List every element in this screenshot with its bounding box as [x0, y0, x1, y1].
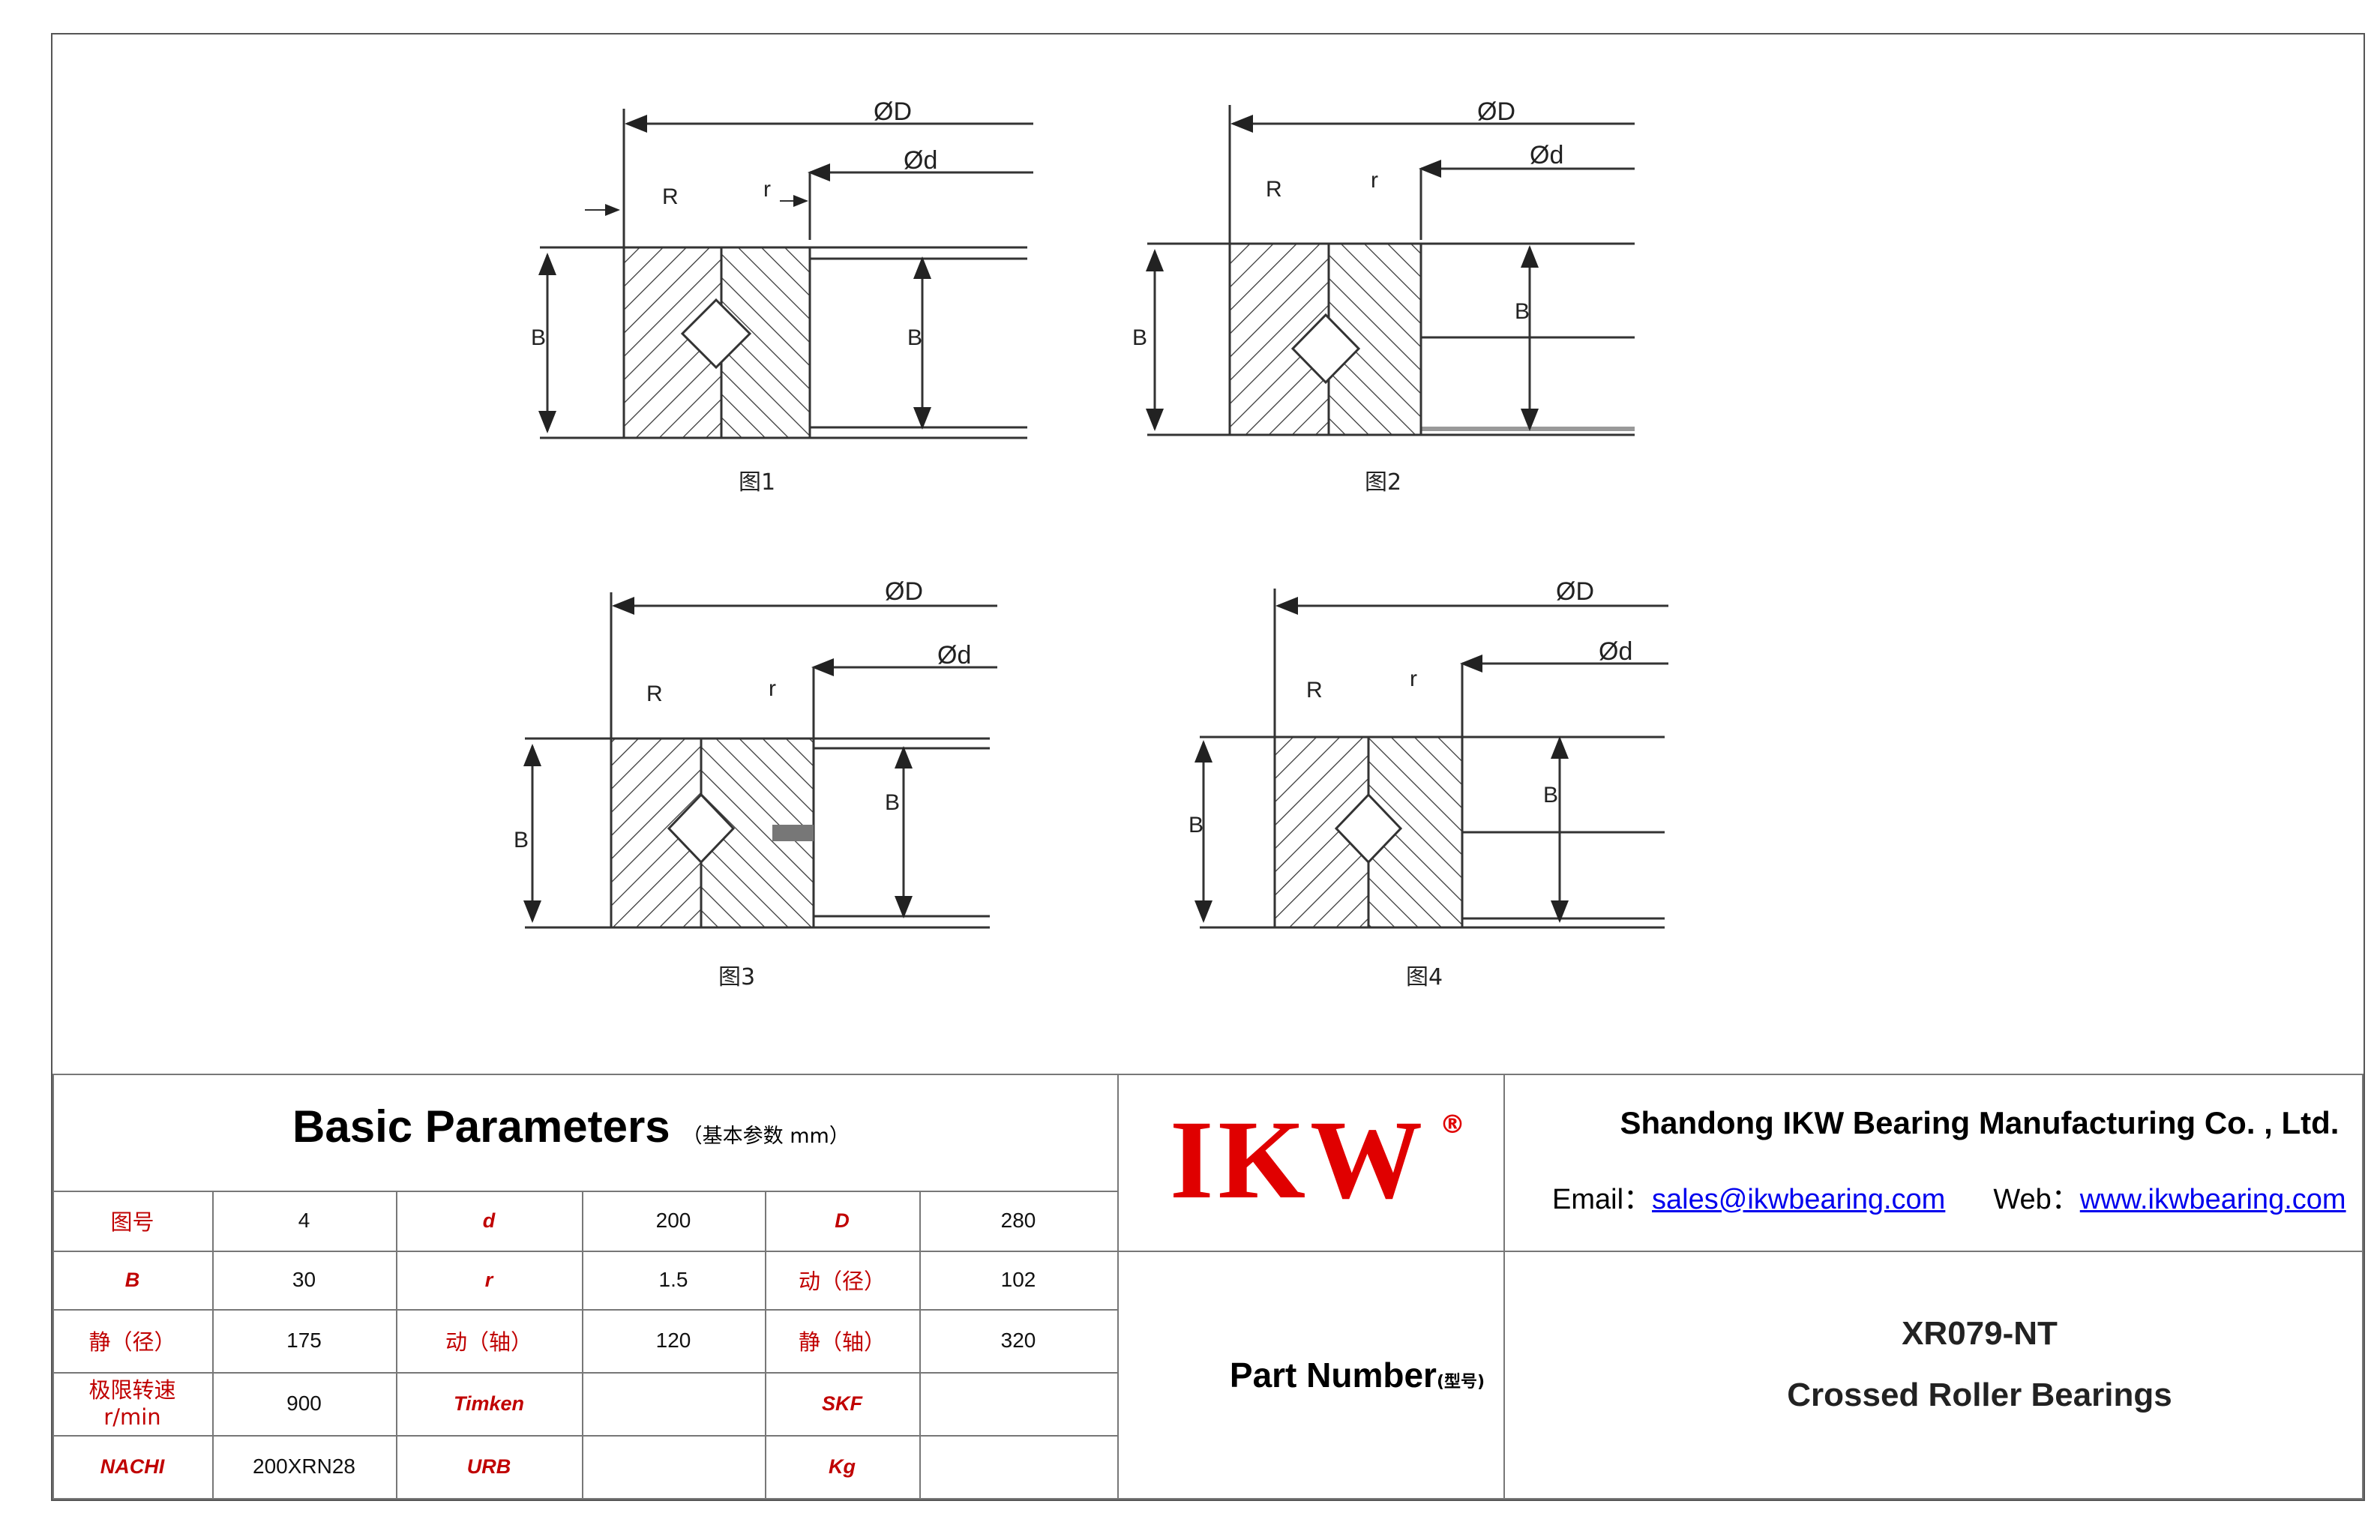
dim-R-1: R [662, 184, 679, 209]
param-value: 1.5 [658, 1268, 688, 1291]
param-label-line2: r/min [103, 1404, 161, 1430]
dim-B-2b: B [1515, 299, 1530, 324]
param-value [919, 1435, 1117, 1498]
basic-parameters-unit: （基本参数 mm） [682, 1124, 850, 1148]
basic-parameters-title: Basic Parameters （基本参数 mm） [292, 1074, 1117, 1179]
dim-r-1: r [763, 177, 771, 202]
param-label: NACHI [100, 1455, 165, 1478]
logo-text: IKW [1170, 1098, 1428, 1222]
bearing-drawings: ØD Ød R r B B ØD Ød R r B B [514, 97, 1668, 929]
param-value: 200XRN28 [253, 1455, 355, 1478]
email-label: Email： [1552, 1184, 1653, 1215]
param-value: 280 [1000, 1209, 1036, 1232]
web-label: Web： [1993, 1184, 2080, 1215]
param-value: 175 [286, 1329, 322, 1352]
part-number-label: Part Number(型号) [1162, 1355, 1552, 1395]
param-label: B [124, 1268, 140, 1291]
drawing-sheet [51, 33, 2365, 1501]
figure-2: ØD Ød R r B B [1132, 97, 1635, 436]
dim-B-1b: B [907, 325, 922, 350]
param-value: 30 [292, 1268, 316, 1291]
contact-line: Email：sales@ikwbearing.com Web：www.ikwbea… [1552, 1176, 2380, 1217]
figure-1: ØD Ød R r B B [531, 97, 1033, 439]
web-link[interactable]: www.ikwbearing.com [2079, 1184, 2346, 1215]
param-label: D [835, 1209, 850, 1232]
dim-B-4b: B [1543, 783, 1558, 807]
param-label: Timken [453, 1392, 525, 1415]
param-value [582, 1372, 765, 1435]
dim-r-3: r [769, 676, 776, 701]
param-value: 4 [298, 1209, 310, 1232]
part-number-label-cn: (型号) [1436, 1373, 1485, 1392]
param-label-line1: 极限转速 [88, 1377, 176, 1403]
param-value [582, 1435, 765, 1498]
dim-R-2: R [1266, 177, 1282, 202]
param-value: 900 [286, 1392, 322, 1415]
dim-d-1: Ød [904, 146, 937, 175]
dim-D-1: ØD [874, 97, 912, 126]
dim-B-3: B [514, 828, 529, 852]
figure-1-caption: 图1 [739, 469, 776, 496]
param-value: 320 [1000, 1329, 1036, 1352]
param-label: 图号 [110, 1209, 154, 1235]
basic-parameters-heading: Basic Parameters [292, 1101, 670, 1152]
dim-R-3: R [646, 682, 663, 706]
dim-d-2: Ød [1530, 141, 1563, 169]
dim-D-2: ØD [1477, 97, 1515, 126]
dim-B-1: B [531, 325, 546, 350]
company-name: Shandong IKW Bearing Manufacturing Co. ,… [1620, 1105, 2340, 1140]
dim-D-4: ØD [1556, 577, 1594, 606]
part-number-label-text: Part Number [1229, 1356, 1437, 1395]
param-label: 静（径） [88, 1329, 176, 1355]
param-label: d [482, 1209, 496, 1232]
param-value: 200 [655, 1209, 691, 1232]
part-number-value: XR079-NT [1902, 1315, 2058, 1352]
ikw-logo: IKW ® [1170, 1104, 1485, 1216]
param-label: 动（径） [798, 1269, 886, 1294]
product-name: Crossed Roller Bearings [1787, 1377, 2172, 1413]
param-value: 120 [655, 1329, 691, 1352]
dim-B-2: B [1132, 325, 1147, 350]
email-link[interactable]: sales@ikwbearing.com [1652, 1184, 1946, 1215]
registered-mark: ® [1440, 1110, 1465, 1140]
figure-4-caption: 图4 [1406, 964, 1443, 990]
dim-r-2: r [1371, 168, 1378, 193]
param-label: Kg [829, 1455, 856, 1478]
dim-B-4: B [1189, 813, 1203, 837]
figure-2-caption: 图2 [1365, 469, 1402, 496]
dim-R-4: R [1306, 678, 1323, 703]
param-value [919, 1372, 1117, 1435]
param-label: r [484, 1268, 493, 1291]
dim-B-3b: B [885, 790, 900, 815]
dim-d-4: Ød [1599, 637, 1632, 666]
dim-d-3: Ød [937, 641, 971, 670]
dim-D-3: ØD [885, 577, 923, 606]
figure-3-caption: 图3 [718, 964, 756, 990]
param-label: 静（轴） [798, 1329, 886, 1355]
param-label: SKF [822, 1392, 862, 1415]
param-label: 动（轴） [445, 1329, 532, 1355]
figure-4: ØD Ød R r B B [1189, 577, 1668, 929]
dim-r-4: r [1410, 667, 1417, 691]
figure-3: ØD Ød R r B B [514, 577, 997, 929]
param-value: 102 [1000, 1268, 1036, 1291]
param-label: URB [466, 1455, 511, 1478]
